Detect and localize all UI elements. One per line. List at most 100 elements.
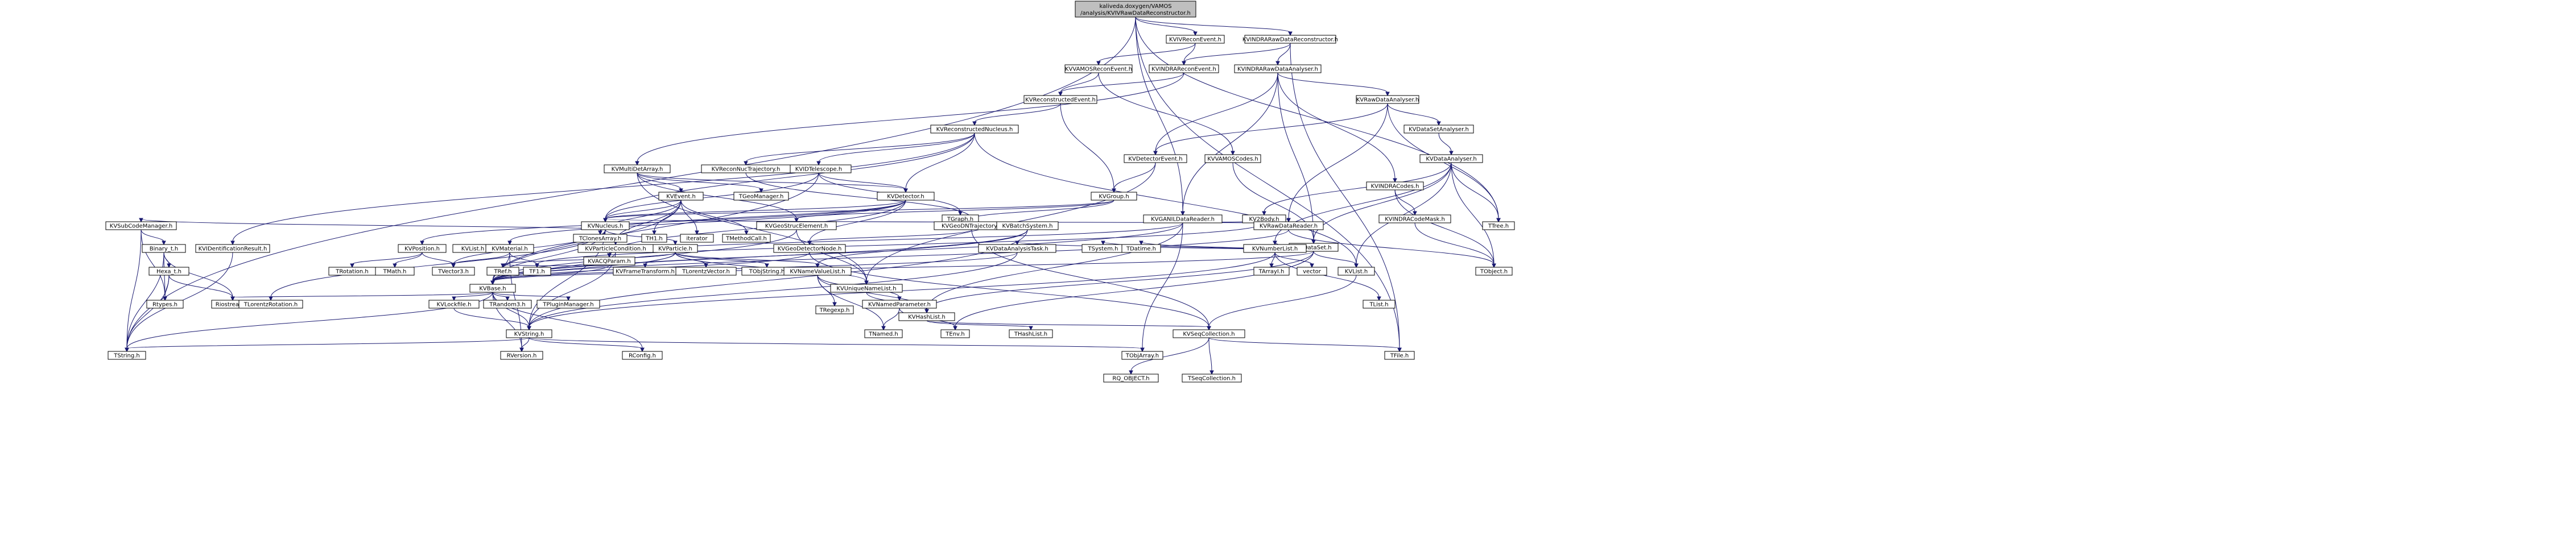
- node-subcode[interactable]: KVSubCodeManager.h: [105, 221, 177, 230]
- node-label: KVMultiDetArray.h: [612, 167, 663, 173]
- node-label: TDatime.h: [1126, 246, 1156, 252]
- arrowhead-n_rawan: [1385, 92, 1390, 97]
- node-rawan[interactable]: KVRawDataAnalyser.h: [1356, 95, 1419, 104]
- node-box: [1103, 374, 1159, 383]
- edge-n_kvbase-to-n_kvstring: [492, 292, 530, 327]
- node-hashlist[interactable]: KVHashList.h: [898, 312, 955, 321]
- node-idresult[interactable]: KVIDentificationResult.h: [195, 244, 270, 253]
- node-label: KVVAMOSReconEvent.h: [1065, 67, 1132, 73]
- arrowhead-n_indrarawan: [1275, 61, 1280, 66]
- edge-n_rawan-to-n_datasetan: [1387, 103, 1439, 123]
- node-detev[interactable]: KVDetectorEvent.h: [1124, 154, 1187, 163]
- node-label: TRotation.h: [335, 269, 368, 275]
- root-label-line-1: kaliveda.doxygen/VAMOS: [1099, 3, 1171, 10]
- node-label: KVPosition.h: [404, 246, 440, 252]
- node-vamosrecon[interactable]: KVVAMOSReconEvent.h: [1064, 64, 1133, 73]
- arrowhead-n_datasetan: [1436, 121, 1441, 126]
- node-recnuc[interactable]: KVReconstructedNucleus.h: [930, 125, 1019, 134]
- node-indracodemask[interactable]: KVINDRACodeMask.h: [1378, 214, 1451, 223]
- edge-n_root-to-n_indrarawrec: [1135, 16, 1291, 33]
- node-batch[interactable]: KVBatchSystem.h: [996, 221, 1059, 230]
- node-label: TMath.h: [383, 269, 407, 275]
- arrowhead-n_tsystem: [1101, 241, 1105, 246]
- node-partcond[interactable]: KVParticleCondition.h: [577, 244, 654, 253]
- node-indrarawrec[interactable]: KVINDRARawDataReconstructor.h: [1242, 35, 1338, 44]
- node-geodetnode[interactable]: KVGeoDetectorNode.h: [773, 244, 846, 253]
- node-acqparam[interactable]: KVACQParam.h: [583, 256, 635, 266]
- node-box: [486, 267, 519, 276]
- arrowhead-n_th1: [652, 230, 657, 235]
- node-label: RVersion.h: [507, 353, 537, 359]
- edge-n_dataan-to-n_kvlisth: [1356, 162, 1452, 265]
- node-namevalue[interactable]: KVNameValueList.h: [783, 267, 852, 276]
- node-box: [978, 244, 1056, 253]
- arrowhead-n_ttree: [1496, 218, 1501, 223]
- arrowhead-n_kvbase: [490, 280, 495, 285]
- arrowhead-n_dataan: [1449, 151, 1454, 156]
- edge-n_indracodes-to-n_indracodemask: [1394, 189, 1415, 213]
- node-seqcoll[interactable]: KVSeqCollection.h: [1173, 329, 1245, 338]
- node-rversion: RVersion.h: [500, 351, 543, 360]
- arrowhead-n_idresult: [230, 241, 235, 246]
- node-binary[interactable]: Binary_t.h: [142, 244, 186, 253]
- node-kvlockfile[interactable]: KVLockfile.h: [428, 300, 480, 309]
- node-uniquename[interactable]: KVUniqueNameList.h: [830, 284, 903, 293]
- node-label: KVParticle.h: [658, 246, 692, 252]
- node-label: KVGeoDNTrajectory.h: [942, 223, 1002, 230]
- node-geostruct[interactable]: KVGeoStrucElement.h: [756, 221, 837, 230]
- node-indrarawan[interactable]: KVINDRARawDataAnalyser.h: [1234, 64, 1322, 73]
- node-label: Riostream.h: [216, 302, 250, 308]
- graph-nodes: kaliveda.doxygen/VAMOS /analysis/KVIVRaw…: [105, 1, 1515, 383]
- node-reconev[interactable]: KVReconstructedEvent.h: [1023, 95, 1097, 104]
- node-vamoscodes[interactable]: KVVAMOSCodes.h: [1204, 154, 1261, 163]
- node-iterator: iterator: [680, 234, 714, 243]
- node-indracodes[interactable]: KVINDRACodes.h: [1366, 181, 1424, 190]
- node-datatask[interactable]: KVDataAnalysisTask.h: [978, 244, 1056, 253]
- node-box: [830, 284, 903, 293]
- node-recnuctraj[interactable]: KVReconNucTrajectory.h: [701, 164, 791, 173]
- node-box: [148, 267, 189, 276]
- node-kvdet[interactable]: KVDetector.h: [877, 192, 935, 201]
- node-namedparam[interactable]: KVNamedParameter.h: [862, 300, 937, 309]
- node-multidet[interactable]: KVMultiDetArray.h: [604, 164, 671, 173]
- node-label: TFile.h: [1390, 353, 1409, 359]
- node-box: [483, 300, 532, 309]
- node-kvposition[interactable]: KVPosition.h: [398, 244, 447, 253]
- edge-n_recnuc-to-n_kvlisth: [974, 132, 1357, 265]
- root-node[interactable]: kaliveda.doxygen/VAMOS /analysis/KVIVRaw…: [1075, 1, 1196, 18]
- node-kvbase[interactable]: KVBase.h: [469, 284, 516, 293]
- node-datasetan[interactable]: KVDataSetAnalyser.h: [1403, 125, 1474, 134]
- edge-n_idtel-to-n_kvbase: [492, 172, 819, 282]
- node-label: KVMaterial.h: [492, 246, 528, 252]
- node-kvgroup[interactable]: KVGroup.h: [1091, 192, 1137, 201]
- node-ivrecon[interactable]: KVIVReconEvent.h: [1166, 35, 1225, 44]
- node-kvstring[interactable]: KVString.h: [506, 329, 552, 338]
- node-dataan[interactable]: KVDataAnalyser.h: [1419, 154, 1483, 163]
- edge-n_vamosrecon-to-n_reconev: [1060, 72, 1099, 93]
- edge-n_recnuctraj-to-n_geodntraj: [745, 172, 972, 219]
- node-tframetrans[interactable]: KVFrameTransform.h: [613, 267, 678, 276]
- node-hexa[interactable]: Hexa_t.h: [148, 267, 189, 276]
- edge-n_dataset-to-n_kvlisth: [1313, 251, 1357, 265]
- root-label-line-2: /analysis/KVIVRawDataReconstructor.h: [1080, 10, 1191, 16]
- node-numberlist[interactable]: KVNumberList.h: [1243, 244, 1307, 253]
- node-kvlisth[interactable]: KVList.h: [1337, 267, 1375, 276]
- node-kvparticle[interactable]: KVParticle.h: [653, 244, 698, 253]
- node-rawreader[interactable]: KVRawDataReader.h: [1253, 221, 1324, 230]
- node-label: KVINDRACodes.h: [1370, 184, 1419, 190]
- edge-n_seqcoll-to-n_tfile: [1208, 337, 1400, 349]
- arrowhead-n_tclonesarray: [598, 230, 602, 235]
- node-box: [536, 300, 600, 309]
- node-label: KVGeoStrucElement.h: [765, 223, 828, 230]
- node-idtel[interactable]: KVIDTelescope.h: [786, 164, 852, 173]
- node-box: [583, 256, 635, 266]
- node-kvnucleus[interactable]: KVNucleus.h: [581, 221, 630, 230]
- node-gan[interactable]: KVGANILDataReader.h: [1143, 214, 1223, 223]
- edge-n_kvposition-to-n_tvector3: [422, 252, 454, 265]
- arrowhead-n_tref: [501, 263, 505, 268]
- node-indrarecon[interactable]: KVINDRAReconEvent.h: [1149, 64, 1219, 73]
- arrowhead-n_hexa: [167, 263, 171, 268]
- node-kvmaterial[interactable]: KVMaterial.h: [485, 244, 534, 253]
- node-kvevent[interactable]: KVEvent.h: [658, 192, 704, 201]
- node-label: KVINDRAReconEvent.h: [1151, 67, 1216, 73]
